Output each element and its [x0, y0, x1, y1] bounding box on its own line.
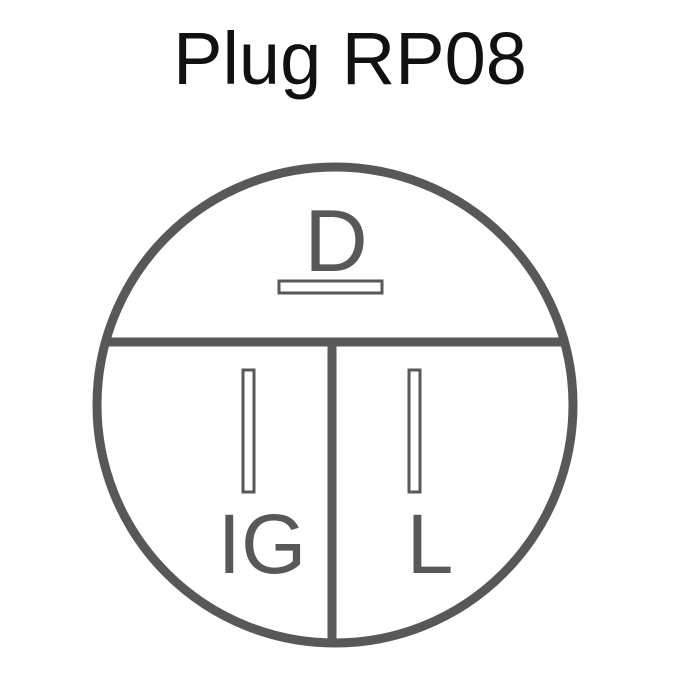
terminal-slot-l: [407, 368, 422, 494]
terminal-label-d: D: [304, 191, 368, 290]
terminal-label-l: L: [407, 497, 454, 591]
terminal-label-ig: IG: [218, 497, 307, 591]
terminal-slot-ig: [241, 368, 256, 494]
diagram-title: Plug RP08: [173, 17, 527, 100]
terminal-slot-d: [277, 279, 384, 295]
